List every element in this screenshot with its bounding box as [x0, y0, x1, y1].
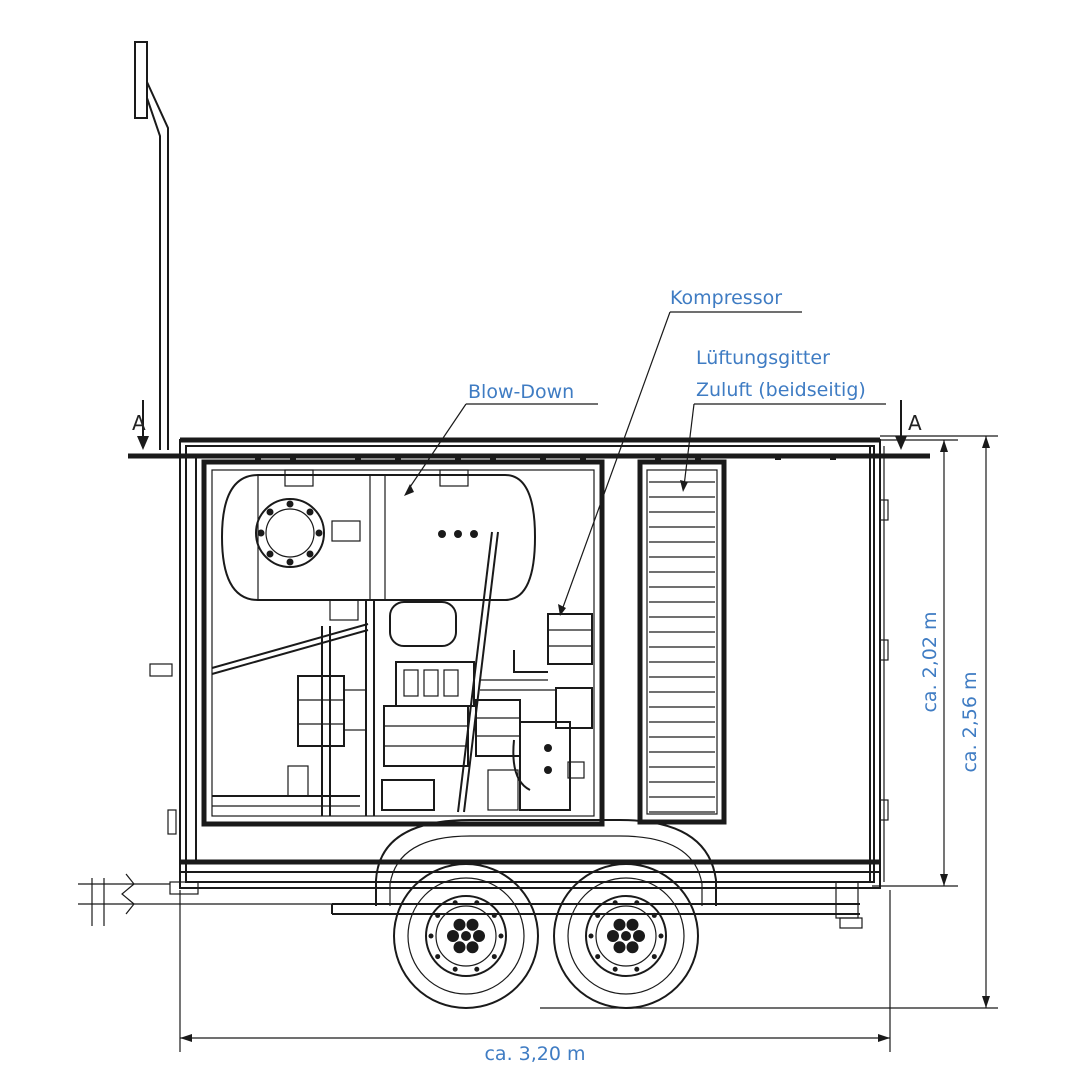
dimension-height-total: ca. 2,56 m — [959, 671, 981, 772]
machinery-bay — [201, 459, 605, 827]
chassis — [169, 819, 863, 929]
manway-flange-icon — [255, 498, 325, 568]
dimension-height-body: ca. 2,02 m — [919, 611, 941, 712]
blow-down-vessel — [220, 469, 537, 601]
section-marker-left: A — [132, 411, 146, 435]
leader-lines — [404, 311, 886, 616]
container-body — [149, 437, 889, 889]
dimension-lines — [179, 435, 998, 1052]
label-lueftungsgitter: Lüftungsgitter — [696, 347, 830, 369]
wheel-hub-icon — [428, 900, 504, 972]
section-arrow-right-icon — [895, 436, 907, 450]
fender — [375, 819, 717, 906]
label-zuluft: Zuluft (beidseitig) — [696, 379, 866, 401]
ventilation-grille — [637, 459, 727, 825]
mast — [134, 41, 169, 450]
grille-slats — [649, 481, 715, 813]
section-line-a-a — [128, 400, 930, 459]
dimension-length: ca. 3,20 m — [484, 1043, 585, 1065]
label-kompressor: Kompressor — [670, 287, 782, 309]
wheel-hub-icon — [588, 900, 664, 972]
wheel-front — [393, 863, 539, 1009]
label-blow-down: Blow-Down — [468, 381, 574, 403]
section-arrow-left-icon — [137, 436, 149, 450]
break-symbol — [78, 873, 332, 926]
section-marker-right: A — [908, 411, 922, 435]
left-piping — [212, 599, 367, 816]
wheel-rear — [553, 863, 699, 1009]
roof-rivets — [255, 456, 836, 460]
compressor-unit — [381, 601, 593, 811]
